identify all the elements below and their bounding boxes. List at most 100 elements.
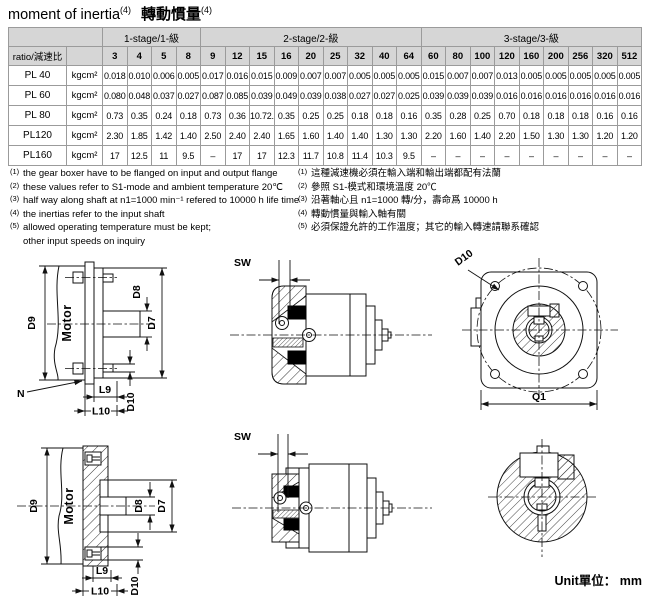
value-cell: 0.25 [298,105,324,126]
footnote-item: (2)these values refer to S1-mode and amb… [10,181,295,195]
value-cell: 1.40 [469,125,496,146]
value-cell: 0.013 [494,65,520,86]
value-cell: 0.027 [347,85,373,106]
value-cell: 1.30 [396,125,422,146]
value-cell: 1.30 [543,125,569,146]
value-cell: 0.005 [616,65,643,86]
value-cell: 1.60 [298,125,324,146]
footnote-item: (2)參照 S1-模式和環境溫度 20℃ [298,181,643,195]
ratio-value-cell: 80 [445,46,471,66]
ratio-value-cell: 160 [518,46,545,66]
value-cell: 0.038 [322,85,349,106]
dim-label-d10: D10 [453,250,476,268]
dim-label-d7: D7 [156,499,168,513]
value-cell: 0.70 [494,105,520,126]
dim-label-l9: L9 [96,565,108,577]
unit-note: Unit單位： mm [554,574,642,588]
value-cell: 9.5 [175,145,202,166]
footnote-marker: (4) [298,207,308,217]
value-cell: 0.080 [102,85,128,106]
value-cell: 0.18 [347,105,373,126]
value-cell: 10.8 [322,145,349,166]
value-cell: 0.039 [298,85,324,106]
footnote-marker: (2) [10,180,20,190]
value-cell: 0.039 [249,85,275,106]
motor-label-top: Motor [60,304,74,341]
value-cell: 9.5 [396,145,422,166]
value-cell: 2.20 [494,125,520,146]
ratio-value-cell: 4 [126,46,152,66]
drawing-motor-flange-bottom: D9 D8 D7 D10 L9 L10 Motor [17,445,177,598]
ratio-value-cell: 100 [469,46,496,66]
value-cell: 0.006 [151,65,177,86]
value-cell: 0.007 [445,65,471,86]
value-cell: 10.3 [371,145,398,166]
footnote-item: (3)half way along shaft at n1=1000 min⁻¹… [10,194,299,208]
unit-cell: kgcm² [66,125,103,146]
value-cell: 1.20 [616,125,643,146]
value-cell: 11.4 [347,145,373,166]
value-cell: 0.015 [420,65,447,86]
value-cell: 0.015 [249,65,275,86]
unit-cell: kgcm² [66,85,103,106]
model-cell: PL120 [8,125,67,146]
ratio-value-cell: 20 [298,46,324,66]
ratio-value-cell: 16 [273,46,300,66]
footnote-marker: (4) [10,207,20,217]
footnotes-english: (1)the gear boxer have to be flanged on … [10,167,299,248]
value-cell: 1.65 [273,125,300,146]
title-zh-sup: (4) [201,5,213,16]
value-cell: 0.007 [298,65,324,86]
value-cell: 11 [151,145,177,166]
footnote-text: these values refer to S1-mode and ambien… [23,181,283,193]
model-cell: PL 40 [8,65,67,86]
ratio-value-cell: 320 [592,46,618,66]
value-cell: 0.039 [469,85,496,106]
value-cell: 0.018 [102,65,128,86]
value-cell: 0.005 [396,65,422,86]
value-cell: 0.005 [371,65,398,86]
page-title: moment of inertia(4)轉動慣量(4) [8,3,212,24]
value-cell: – [592,145,618,166]
value-cell: 0.007 [469,65,496,86]
dim-label-d9: D9 [26,316,38,330]
footnote-text: 沿著軸心且 n1=1000 轉/分，壽命爲 10000 h [311,195,498,206]
value-cell: 2.40 [224,125,251,146]
value-cell: 0.005 [592,65,618,86]
ratio-value-cell: 64 [396,46,422,66]
value-cell: 0.016 [224,65,251,86]
value-cell: 1.40 [175,125,202,146]
value-cell: 0.016 [567,85,594,106]
value-cell: 0.005 [543,65,569,86]
dim-label-l9: L9 [99,384,111,396]
value-cell: 0.18 [371,105,398,126]
value-cell: 0.25 [469,105,496,126]
ratio-label-cell: ratio/減速比 [8,46,67,66]
value-cell: 0.18 [543,105,569,126]
footnote-marker: (1) [10,167,20,176]
value-cell: 0.35 [273,105,300,126]
dim-label-q1: Q1 [532,391,546,403]
dim-label-d9: D9 [28,499,40,513]
value-cell: 1.20 [592,125,618,146]
footnote-item: (1)the gear boxer have to be flanged on … [10,167,295,181]
dim-label-d8: D8 [131,285,143,299]
ratio-value-cell: 15 [249,46,275,66]
ratio-value-cell: 40 [371,46,398,66]
ratio-value-cell: 12 [224,46,251,66]
value-cell: 0.005 [347,65,373,86]
footnote-text: the gear boxer have to be flanged on inp… [23,168,278,179]
unit-cell: kgcm² [66,105,103,126]
footnote-marker: (3) [298,194,308,203]
value-cell: 0.017 [200,65,226,86]
stage-group-header: 2-stage/2-級 [200,27,422,47]
footnote-item: (5)必須保證允許的工作溫度；其它的輸入轉速請聯系確認 [298,221,643,235]
drawing-gearbox-section-top: SW [230,257,432,385]
value-cell: 0.35 [420,105,447,126]
value-cell: 0.16 [396,105,422,126]
dim-label-l10: L10 [91,586,109,598]
footnote-text: 轉動慣量與輸入軸有關 [311,208,407,220]
footnote-item: (3)沿著軸心且 n1=1000 轉/分，壽命爲 10000 h [298,194,643,208]
value-cell: 1.42 [151,125,177,146]
